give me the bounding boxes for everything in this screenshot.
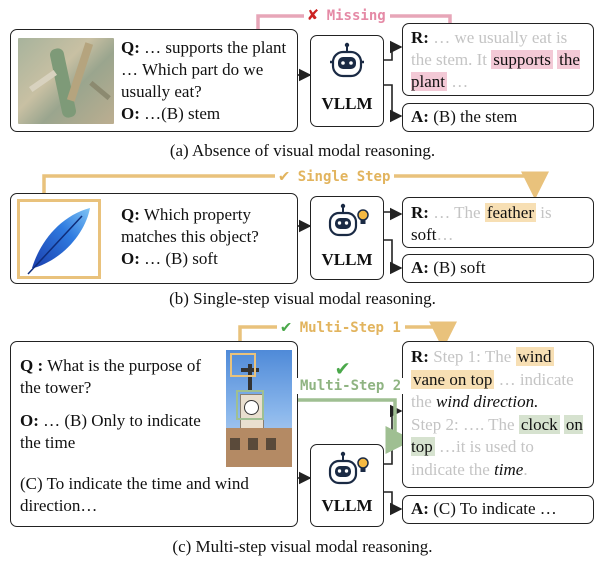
answer-text: (B) soft — [428, 258, 486, 277]
question-text: What is the purpose of the tower? — [20, 356, 201, 397]
cross-icon: ✘ — [308, 5, 319, 25]
vllm-label: VLLM — [321, 250, 373, 269]
panel-b-answer-box — [402, 254, 594, 283]
panel-a-vllm-box — [310, 35, 384, 127]
panel-b-vllm-box — [310, 196, 384, 280]
reasoning-soft: soft — [411, 225, 437, 244]
highlight-supports: supports — [491, 50, 553, 69]
panel-a-question: Q: … supports the plant … Which part do … — [121, 37, 293, 103]
reasoning-faint: … The — [428, 203, 485, 222]
reasoning-faint-2: is — [536, 203, 552, 222]
panel-b-answer: A: (B) soft — [411, 257, 486, 279]
highlight-wind: wind — [515, 347, 554, 366]
caption-c: (c) Multi-step visual modal reasoning. — [172, 537, 433, 556]
arrow-b-answer — [384, 239, 403, 275]
panel-c-question: Q : What is the purpose of the tower? — [20, 355, 220, 399]
step1-faint: Step 1: The — [428, 347, 516, 366]
panel-c-answer: A: (C) To indicate … — [411, 498, 557, 520]
caption-a: (a) Absence of visual modal reasoning. — [169, 141, 436, 160]
reasoning-label: R: — [411, 347, 429, 366]
caption-b: (b) Single-step visual modal reasoning. — [169, 289, 436, 308]
reasoning-faint: … we usually eat is the stem. It — [411, 28, 568, 69]
arrow-c-reasoning — [384, 404, 403, 465]
arrow-a-reasoning — [384, 40, 403, 61]
vllm-label: VLLM — [321, 496, 373, 515]
panel-a-answer-box — [402, 103, 594, 132]
reasoning-tail: … — [436, 225, 454, 244]
reasoning-label: R: — [411, 203, 429, 222]
check-icon: ✔ — [279, 166, 290, 186]
vllm-label: VLLM — [321, 94, 373, 113]
check-icon: ✔ — [281, 317, 292, 337]
panel-a-option: O: …(B) stem — [121, 103, 293, 125]
option-text: … (B) Only to indicate the time — [20, 411, 201, 452]
option-label: O: — [121, 104, 140, 123]
multi-step-2-label: Multi-Step 2 — [300, 378, 402, 394]
single-step-tag: ✔ Single Step — [275, 166, 395, 186]
highlight-clock: clock — [518, 414, 560, 434]
panel-b-reasoning-text: R: … The feather is soft… — [411, 202, 591, 246]
panel-c-option-c: (C) To indicate the time and wind direct… — [20, 474, 249, 515]
wind-vane-highlight — [230, 353, 256, 377]
multi-step-2-check: ✔ — [332, 356, 353, 381]
step1-italic: wind direction. — [436, 392, 539, 411]
clock-face — [244, 400, 259, 415]
panel-c-reasoning-text: R: Step 1: The wind vane on top … indica… — [411, 346, 591, 481]
feather-icon — [27, 208, 90, 275]
option-label: O: — [20, 411, 39, 430]
clock-highlight — [236, 390, 264, 420]
single-step-label: Single Step — [297, 169, 391, 185]
step2-faint: Step 2: …. The — [411, 414, 519, 434]
reasoning-tail: … — [447, 72, 469, 91]
panel-a-answer: A: (B) the stem — [411, 106, 517, 128]
question-text: … supports the plant … Which part do we … — [121, 38, 287, 101]
panel-c-answer-box — [402, 495, 594, 524]
multi-step-1-tag: ✔ Multi-Step 1 — [277, 317, 405, 337]
option-text: …(B) stem — [139, 104, 221, 123]
panel-c-vllm-box — [310, 444, 384, 527]
arrow-b-reasoning — [384, 207, 403, 221]
step2-end: . — [523, 459, 528, 479]
highlight-feather: feather — [484, 203, 537, 222]
option-text: … (B) soft — [139, 249, 218, 268]
plant-photo — [18, 38, 114, 124]
answer-label: A: — [411, 499, 429, 518]
multi-step-2-tag: Multi-Step 2 — [296, 378, 406, 394]
reasoning-label: R: — [411, 28, 429, 47]
question-label: Q: — [121, 38, 140, 57]
panel-b-option: O: … (B) soft — [121, 248, 293, 270]
panel-a-reasoning-text: R: … we usually eat is the stem. It supp… — [411, 27, 591, 93]
missing-label: Missing — [326, 8, 386, 24]
feather-image — [17, 199, 101, 279]
wind-vane — [248, 364, 252, 392]
answer-label: A: — [411, 107, 429, 126]
panel-b-question: Q: Which property matches this object? — [121, 204, 293, 248]
question-label: Q: — [121, 205, 140, 224]
multi-step-1-label: Multi-Step 1 — [299, 320, 401, 336]
missing-tag: ✘ Missing — [304, 5, 390, 25]
question-text: Which property matches this object? — [121, 205, 259, 246]
panel-c-option: O: … (B) Only to indicate the time — [20, 410, 220, 454]
panel-c-reasoning-box — [402, 341, 594, 488]
arrow-a-answer — [384, 84, 403, 123]
highlight-vane-on-top: vane on top — [411, 369, 495, 389]
answer-text: (B) the stem — [428, 107, 518, 126]
tower-photo — [226, 350, 292, 467]
answer-label: A: — [411, 258, 429, 277]
answer-text: (C) To indicate … — [428, 499, 557, 518]
check-icon: ✔ — [336, 356, 350, 381]
question-label: Q : — [20, 356, 44, 375]
step2-faint-2: …it is used to indicate the — [411, 437, 534, 479]
step1-faint-2: … indicate the — [411, 369, 574, 412]
step2-italic: time — [494, 459, 524, 479]
arrow-c-answer — [384, 491, 403, 516]
option-label: O: — [121, 249, 140, 268]
